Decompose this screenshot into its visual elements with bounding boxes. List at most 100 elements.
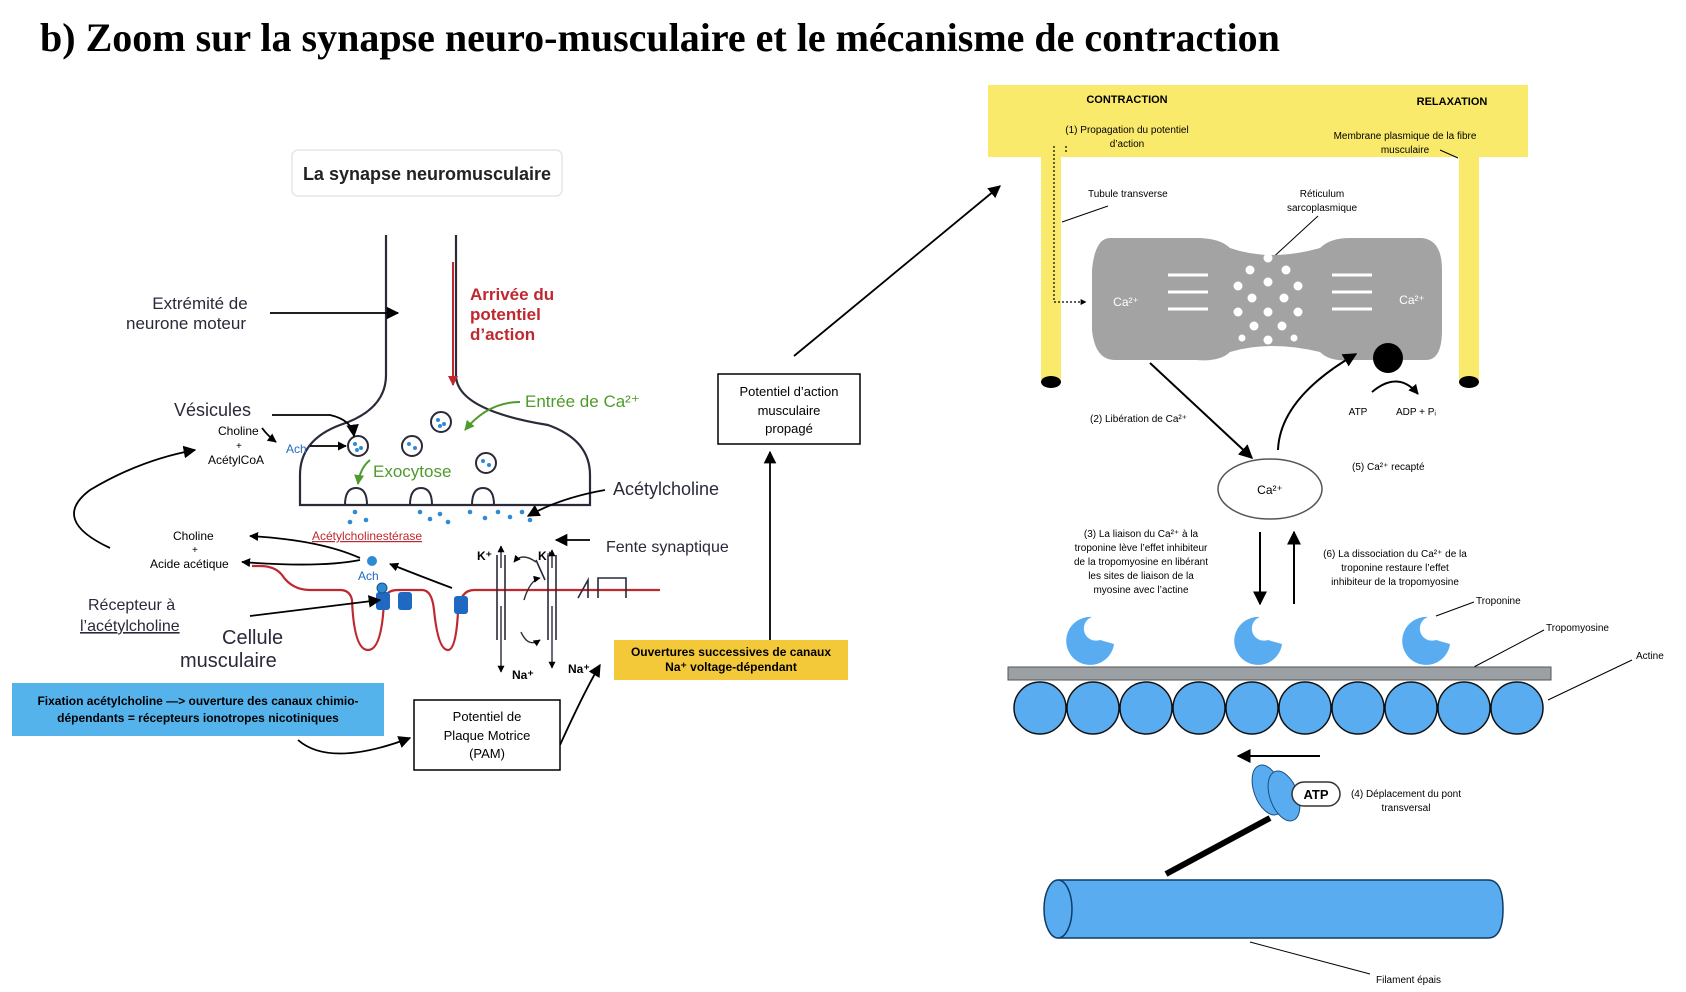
contraction-panel: CONTRACTION RELAXATION (1) Propagation d… (988, 85, 1664, 986)
label-relaxation: RELAXATION (1417, 96, 1488, 108)
label-fente: Fente synaptique (606, 539, 729, 556)
liaison-4: les sites de liaison de la (1088, 571, 1194, 582)
tubule-end-right (1459, 376, 1479, 388)
pa-line-2: musculaire (758, 403, 821, 418)
label-entree-ca: Entrée de Ca²⁺ (525, 392, 640, 411)
vesicle (347, 435, 369, 457)
label-naplus-2: Na⁺ (568, 662, 590, 676)
label-atp-head: ATP (1303, 787, 1328, 802)
label-reticulum-1: Réticulum (1300, 189, 1344, 200)
ca-center: Ca²⁺ (1257, 483, 1283, 497)
label-cellule-2: musculaire (180, 650, 277, 672)
dissoc-2: troponine restaure l’effet (1341, 563, 1449, 574)
pa-line-1: Potentiel d’action (739, 384, 838, 399)
troponin (1066, 616, 1114, 665)
ouvertures-line-1: Ouvertures successives de canaux (631, 645, 831, 659)
deplacement-1: (4) Déplacement du pont (1351, 789, 1461, 800)
label-vesicules: Vésicules (174, 400, 251, 420)
exocytosis-pocket (471, 486, 495, 506)
label-choline-top: Choline (218, 424, 259, 438)
label-recepteur-2: l’acétylcholine (80, 618, 180, 635)
troponins (1066, 616, 1450, 665)
label-plus-top: + (236, 441, 242, 452)
pa-line-3: propagé (765, 421, 813, 436)
tubule-end-left (1041, 376, 1061, 388)
label-extremite-1: Extrémité de (152, 294, 247, 313)
vesicle (401, 435, 423, 457)
label-recepteur-1: Récepteur à (88, 597, 175, 614)
label-prop-2: d’action (1110, 139, 1144, 150)
label-prop-1: (1) Propagation du potentiel (1065, 125, 1188, 136)
receptor (454, 596, 468, 614)
vesicle-dots (353, 418, 491, 467)
label-acide: Acide acétique (150, 557, 229, 571)
free-ach (367, 556, 377, 566)
label-liberation: (2) Libération de Ca²⁺ (1090, 414, 1187, 425)
receptor (398, 592, 412, 610)
pam-line-2: Plaque Motrice (444, 728, 531, 743)
liaison-2: troponine lève l’effet inhibiteur (1075, 543, 1208, 554)
liaison-5: myosine avec l’actine (1093, 585, 1188, 596)
pam-line-3: (PAM) (469, 746, 505, 761)
label-arrivee-2: potentiel (470, 305, 541, 324)
label-arrivee-3: d’action (470, 325, 535, 344)
synapse-title-box (291, 149, 563, 197)
actin-filament (1013, 681, 1544, 735)
dissoc-3: inhibiteur de la tropomyosine (1331, 577, 1459, 588)
label-kplus-2: K⁺ (538, 549, 553, 563)
myosin-neck (1164, 815, 1272, 877)
label-arrivee-1: Arrivée du (470, 285, 554, 304)
vesicle (430, 411, 452, 433)
liaison-1: (3) La liaison du Ca²⁺ à la (1084, 529, 1199, 540)
vesicles (347, 411, 497, 474)
label-filament: Filament épais (1376, 975, 1441, 986)
label-kplus-1: K⁺ (477, 549, 492, 563)
label-exocytose: Exocytose (373, 462, 451, 481)
thick-filament (1058, 879, 1504, 939)
ca-left: Ca²⁺ (1113, 295, 1139, 309)
label-troponine: Troponine (1476, 596, 1521, 607)
calcium-pool (1217, 458, 1323, 520)
tropomyosin (1007, 666, 1552, 681)
label-naplus-1: Na⁺ (512, 668, 534, 682)
label-choline-mid: Choline (173, 529, 214, 543)
potentiel-action-box (717, 373, 861, 445)
pam-box (413, 699, 561, 771)
label-extremite-2: neurone moteur (126, 314, 246, 333)
troponin (1402, 616, 1450, 665)
bound-ach (376, 582, 388, 594)
ouvertures-box (614, 640, 848, 680)
reticulum-lines (1168, 273, 1372, 311)
troponin (1234, 616, 1282, 665)
label-tropomyosine: Tropomyosine (1546, 623, 1609, 634)
label-acetylcoa: AcétylCoA (208, 453, 264, 467)
label-actine: Actine (1636, 651, 1664, 662)
atp-capsule (1291, 781, 1341, 807)
liaison-3: de la tropomyosine en libérant (1074, 557, 1208, 568)
label-membrane-1: Membrane plasmique de la fibre (1334, 131, 1477, 142)
fixation-line-1: Fixation acétylcholine —> ouverture des … (37, 694, 358, 708)
vesicle (475, 452, 497, 474)
label-recapte: (5) Ca²⁺ recapté (1352, 462, 1425, 473)
reticulum-dots (1233, 253, 1303, 345)
label-ach-top: Ach (286, 442, 307, 456)
calcium-pump (1373, 343, 1403, 373)
label-ach-mid: Ach (358, 569, 379, 583)
synapse-title: La synapse neuromusculaire (303, 164, 551, 184)
dissoc-1: (6) La dissociation du Ca²⁺ de la (1323, 549, 1467, 560)
label-ache: Acétylcholinestérase (312, 529, 422, 543)
label-reticulum-2: sarcoplasmique (1287, 203, 1357, 214)
label-acetylcholine: Acétylcholine (613, 479, 719, 499)
deplacement-2: transversal (1382, 803, 1431, 814)
tubule-right (1459, 150, 1479, 382)
reticulum (1092, 238, 1442, 361)
page-title: b) Zoom sur la synapse neuro-musculaire … (40, 15, 1280, 60)
label-contraction: CONTRACTION (1086, 94, 1167, 106)
ouvertures-line-2: Na⁺ voltage-dépendant (665, 660, 797, 674)
membrane-top (988, 85, 1528, 157)
label-membrane-2: musculaire (1381, 145, 1430, 156)
ca-right: Ca²⁺ (1399, 293, 1425, 307)
synapse-panel: La synapse neuromusculaire (12, 149, 1001, 771)
label-atp-top: ATP (1349, 407, 1368, 418)
acetylcholine-dots (347, 509, 533, 525)
